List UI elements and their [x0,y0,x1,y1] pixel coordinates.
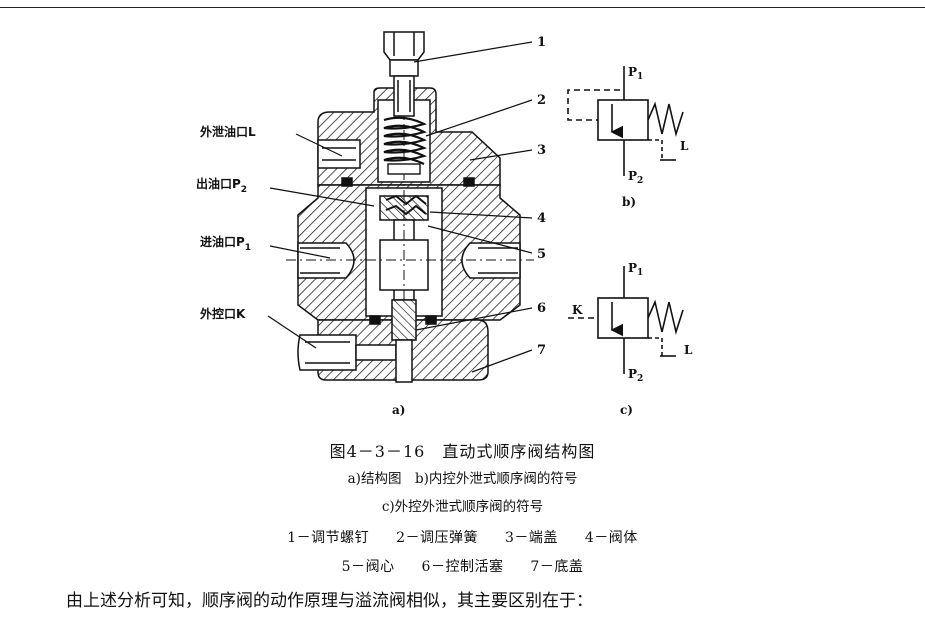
page-top-rule [0,7,925,8]
symbol-b-p1: P1 [628,65,643,82]
part-6: 6－控制活塞 [421,559,504,575]
valve-cross-section [286,87,534,383]
callout-3: 3 [537,143,546,158]
outlet-port-label: 出油口P2 [196,176,247,195]
symbol-c-l: L [684,343,693,357]
parts-list-line-2: 5－阀心 6－控制活塞 7－底盖 [0,556,925,576]
part-3: 3－端盖 [504,530,558,546]
callout-2: 2 [537,93,546,108]
subfigure-a-label: a) [392,403,405,417]
figure-caption-ab: a)结构图 b)内控外泄式顺序阀的符号 [347,471,578,487]
symbol-b-l: L [680,139,689,153]
control-port-label: 外控口K [200,306,246,321]
callout-5: 5 [537,247,546,262]
figure-caption-title: 图4－3－16 直动式顺序阀结构图 [329,442,596,461]
symbol-b [567,66,684,176]
symbol-c-p2: P2 [628,367,643,384]
callout-1: 1 [537,35,546,50]
body-paragraph: 由上述分析可知，顺序阀的动作原理与溢流阀相似，其主要区别在于： [66,591,593,611]
callout-4: 4 [537,211,546,226]
parts-list-line-1: 1－调节螺钉 2－调压弹簧 3－端盖 4－阀体 [0,527,925,547]
inlet-port-label: 进油口P1 [200,234,251,253]
symbol-b-p2: P2 [628,169,643,186]
symbol-c-k: K [572,303,583,317]
callout-leaders [267,41,533,373]
part-7: 7－底盖 [530,559,584,575]
part-1: 1－调节螺钉 [287,530,370,546]
drain-port-label: 外泄油口L [200,124,256,139]
valve-diagram: 1 2 3 4 5 6 7 外泄油口L 出油口P2 进油口P1 外控口K a) … [196,31,693,417]
part-4: 4－阀体 [584,530,638,546]
symbol-b-label: b) [622,195,636,209]
symbol-c-p1: P1 [628,261,643,278]
symbol-c [568,266,684,374]
callout-6: 6 [537,301,546,316]
callout-7: 7 [537,343,546,358]
part-2: 2－调压弹簧 [396,530,479,546]
pressure-spring [383,116,427,216]
symbol-c-label: c) [620,403,633,417]
adjusting-screw [383,31,425,117]
part-5: 5－阀心 [341,559,395,575]
figure-caption-c: c)外控外泄式顺序阀的符号 [381,499,544,515]
